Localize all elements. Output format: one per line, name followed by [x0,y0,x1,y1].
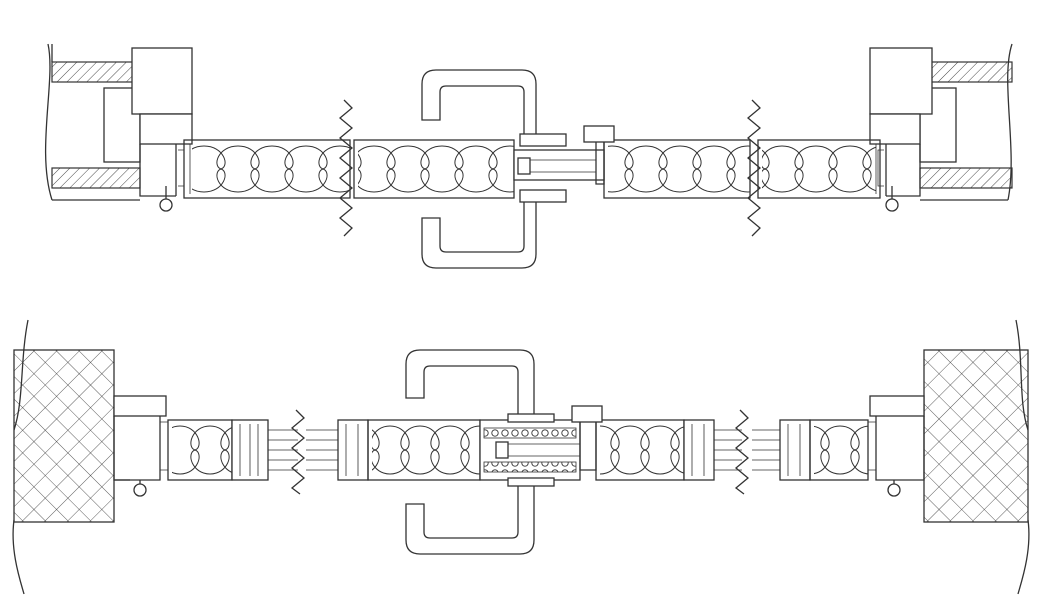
lower-section [12,319,1030,595]
upper-lock-assembly [513,125,615,203]
upper-left-leaf [183,139,515,199]
lower-left-frame [113,395,169,497]
lower-break-line-left [290,409,306,495]
upper-handle-bottom [421,202,537,269]
lower-lock-assembly [479,405,603,487]
lower-right-leaf [595,419,869,481]
lower-right-masonry [923,319,1030,595]
lower-left-masonry [12,319,115,595]
upper-right-wall [869,43,1013,212]
lower-left-leaf [167,419,481,481]
lower-handle-top [405,349,535,414]
upper-break-line-left [338,99,354,237]
upper-right-leaf [603,139,881,199]
upper-section [44,43,1013,269]
upper-break-line-right [746,99,762,237]
lower-handle-bottom [405,486,535,555]
lower-right-frame [867,395,925,497]
upper-handle-top [421,69,537,134]
lower-break-line-right [734,409,750,495]
upper-left-wall [44,43,193,212]
